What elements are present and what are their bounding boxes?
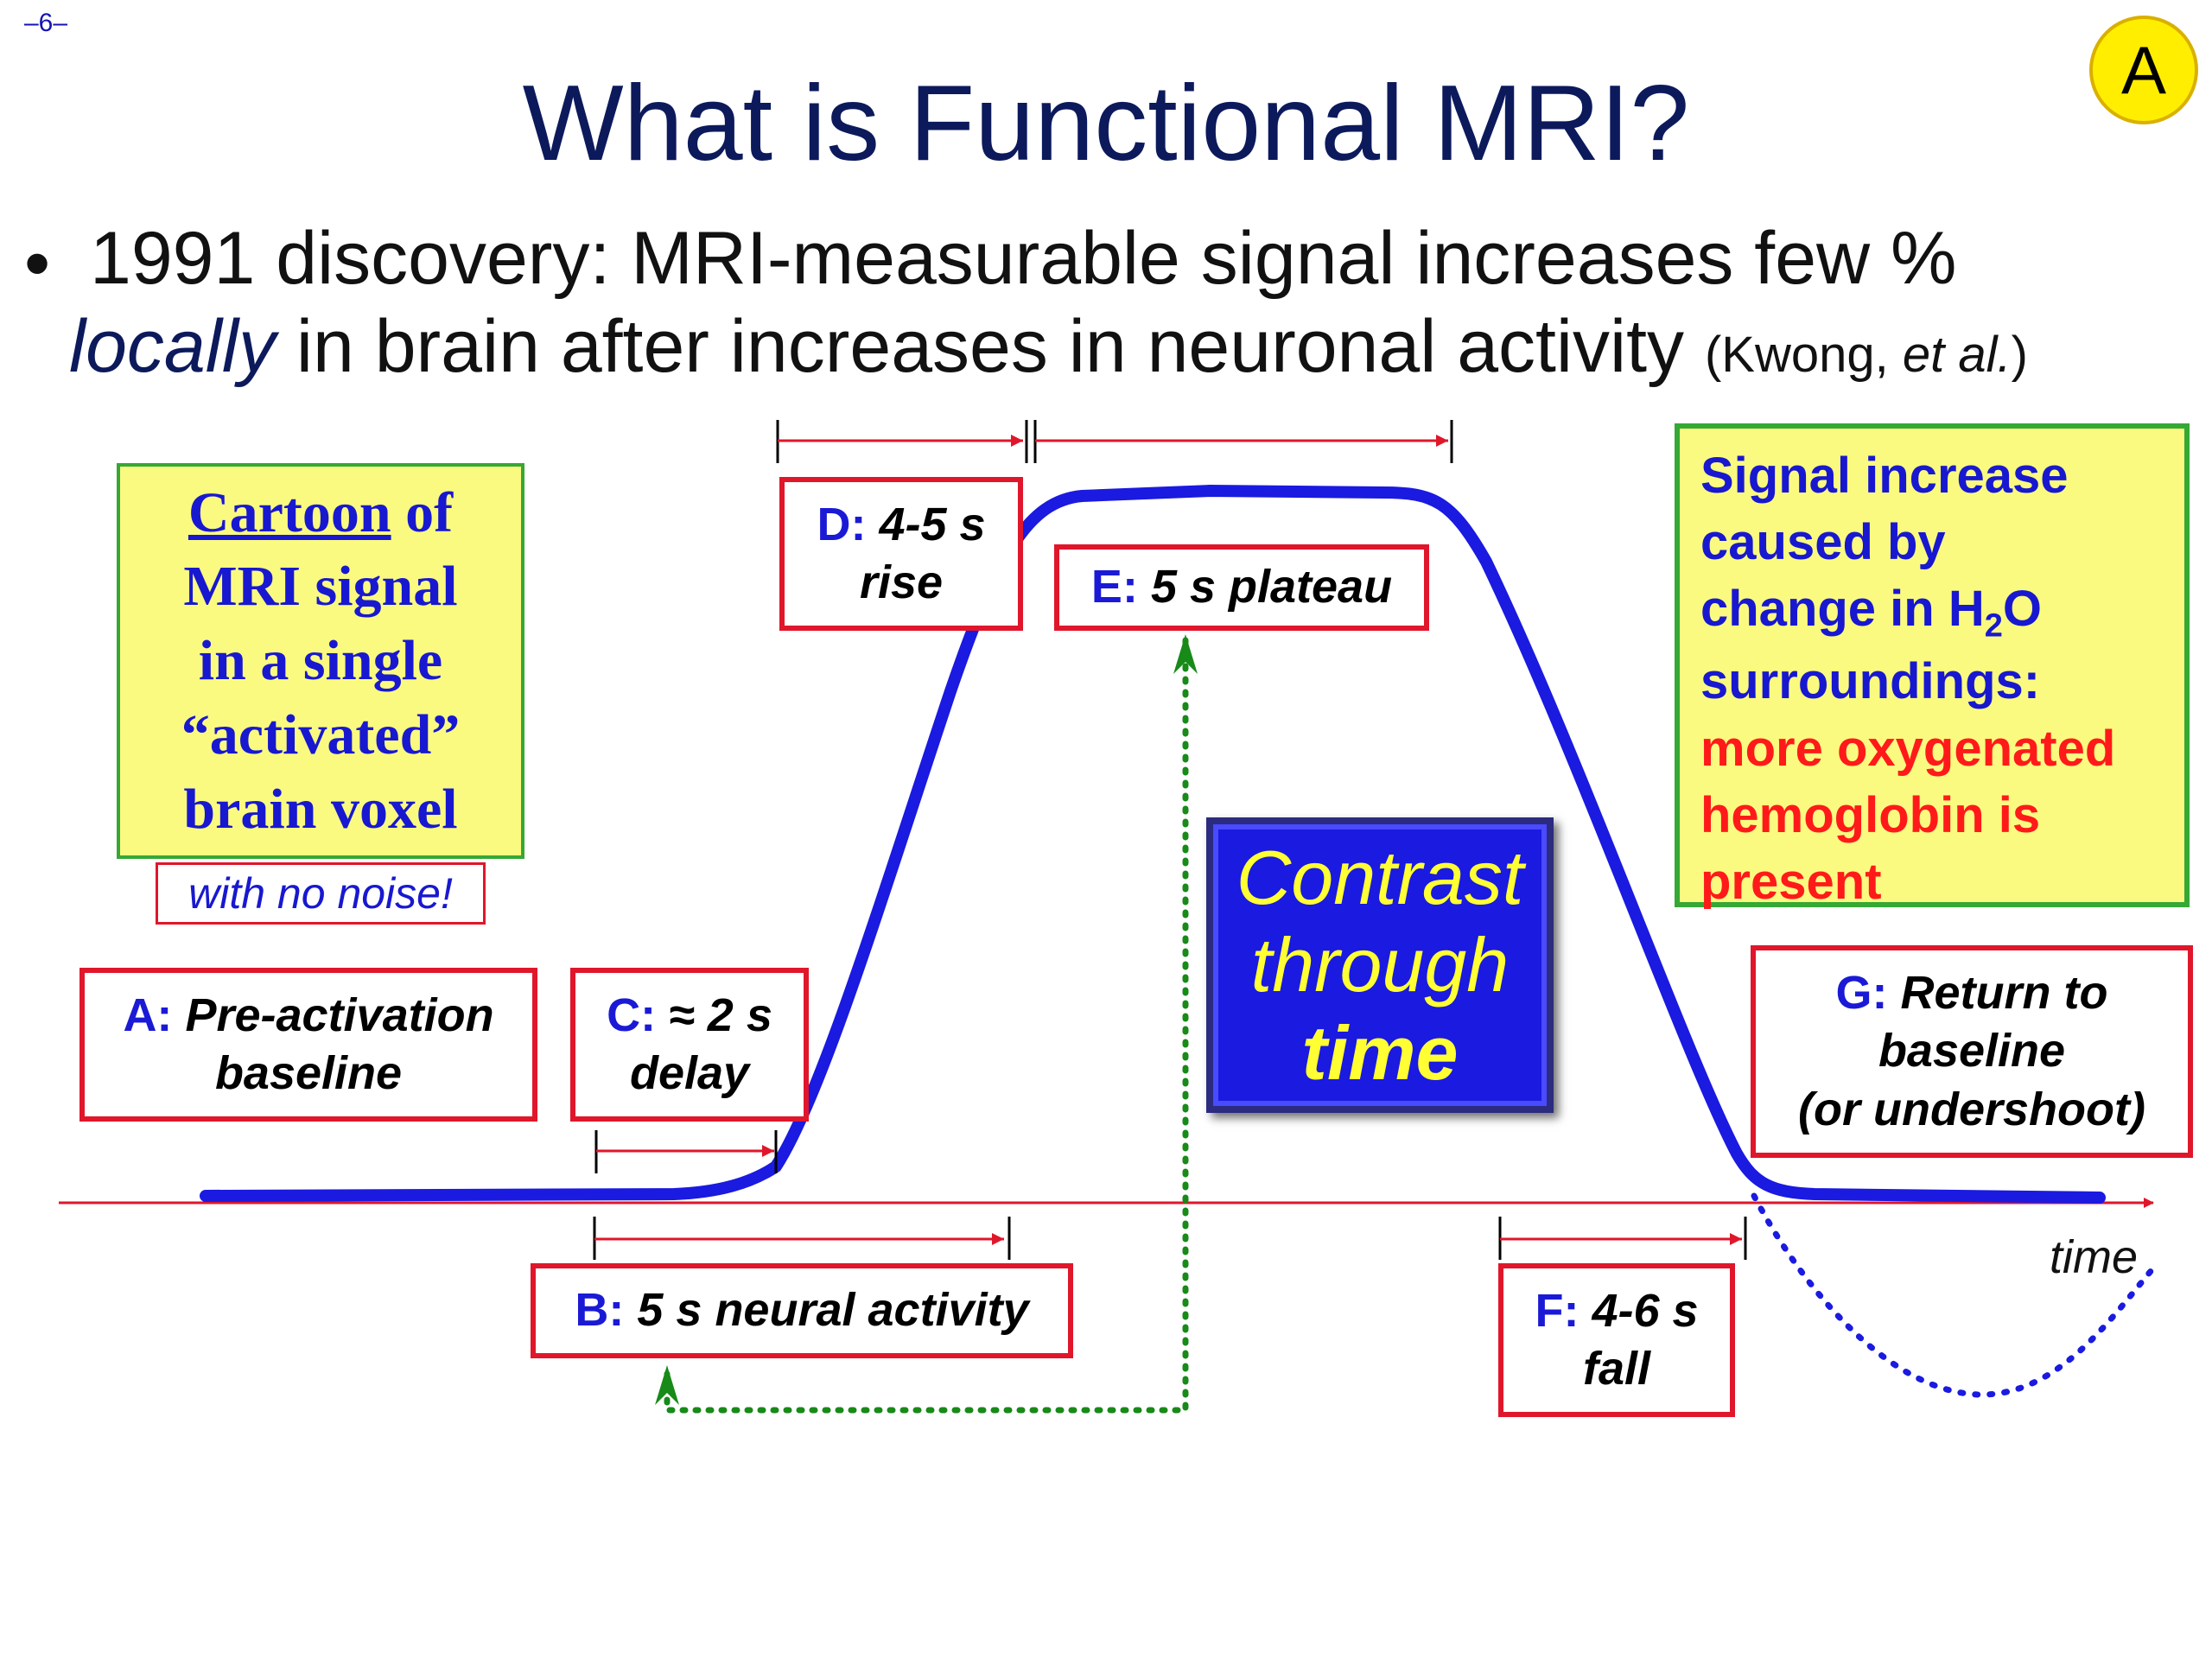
citation-open: (Kwong,	[1704, 327, 1903, 383]
signal-line4: surroundings:	[1700, 653, 2041, 710]
phase-b-box: B: 5 s neural activity	[531, 1263, 1073, 1358]
signal-line3-sub: 2	[1984, 607, 2003, 645]
contrast-through-time-box: Contrast through time	[1206, 817, 1554, 1113]
phase-a-line1: A: Pre-activation	[123, 987, 493, 1046]
phase-b-line1: B: 5 s neural activity	[575, 1281, 1028, 1340]
phase-e-key: E:	[1090, 561, 1138, 613]
cartoon-caption-box: Cartoon of MRI signal in a single “activ…	[117, 463, 524, 859]
phase-a-key: A:	[123, 988, 173, 1041]
bullet-dot: •	[24, 222, 51, 305]
phase-c-key: C:	[607, 988, 657, 1041]
signal-line3-pre: change in H	[1700, 581, 1985, 638]
cartoon-line1-rest: of	[391, 480, 454, 544]
contrast-line2: through	[1250, 922, 1510, 1008]
phase-d-line1: D: 4-5 s	[817, 496, 985, 555]
phase-c-box: C: ≈ 2 s delay	[570, 968, 809, 1122]
phase-e-text1: 5 s plateau	[1150, 561, 1393, 613]
phase-g-line2: baseline	[1878, 1025, 2066, 1077]
cartoon-line2: MRI signal	[183, 555, 458, 619]
citation: (Kwong, et al.)	[1705, 327, 2028, 383]
phase-f-line2: fall	[1582, 1343, 1651, 1395]
phase-g-line1: G: Return to	[1836, 964, 2108, 1023]
phase-c-text1: ≈ 2 s	[669, 988, 772, 1041]
bullet-text-line2: locally in brain after increases in neur…	[69, 304, 2028, 390]
signal-line5: more oxygenated	[1700, 720, 2116, 777]
signal-line3: change in H2O	[1700, 575, 2164, 648]
corner-badge: A	[2089, 16, 2198, 124]
signal-line2: caused by	[1700, 514, 1946, 571]
phase-a-box: A: Pre-activation baseline	[79, 968, 537, 1122]
signal-line7: present	[1700, 853, 1882, 910]
phase-a-line2: baseline	[214, 1047, 403, 1099]
cartoon-line3: in a single	[198, 629, 443, 693]
signal-line1: Signal increase	[1700, 448, 2069, 504]
bullet-emphasis: locally	[69, 305, 276, 388]
slide-title: What is Functional MRI?	[522, 64, 1690, 183]
signal-line3-post: O	[2002, 581, 2042, 638]
contrast-line1: Contrast	[1236, 835, 1524, 921]
cartoon-word: Cartoon	[188, 480, 391, 544]
signal-line6: hemoglobin is	[1700, 786, 2041, 843]
phase-c-line2: delay	[629, 1047, 750, 1099]
phase-a-text1: Pre-activation	[185, 988, 494, 1041]
contrast-line3: time	[1301, 1009, 1459, 1096]
phase-d-key: D:	[817, 498, 867, 550]
signal-explanation-box: Signal increase caused by change in H2O …	[1675, 423, 2190, 910]
phase-f-line1: F: 4-6 s	[1535, 1282, 1698, 1341]
phase-d-text1: 4-5 s	[879, 498, 986, 550]
no-noise-note: with no noise!	[156, 862, 486, 925]
link-arrow-b-icon	[655, 1365, 679, 1405]
link-arrow-e-icon	[1173, 634, 1198, 674]
phase-f-text1: 4-6 s	[1592, 1284, 1699, 1337]
phase-c-line1: C: ≈ 2 s	[607, 987, 772, 1046]
phase-e-box: E: 5 s plateau	[1054, 544, 1429, 631]
phase-g-text1: Return to	[1900, 966, 2108, 1019]
bullet-text-rest: in brain after increases in neuronal act…	[275, 305, 1705, 388]
cartoon-line4: “activated”	[181, 702, 461, 766]
cartoon-line1: Cartoon of	[188, 476, 453, 550]
phase-d-box: D: 4-5 s rise	[779, 477, 1023, 631]
phase-f-key: F:	[1535, 1284, 1580, 1337]
citation-close: )	[2011, 327, 2028, 383]
bullet-text-line1: 1991 discovery: MRI-measurable signal in…	[90, 217, 1957, 300]
phase-b-key: B:	[575, 1284, 625, 1337]
phase-f-box: F: 4-6 s fall	[1498, 1263, 1735, 1417]
phase-g-line3: (or undershoot)	[1798, 1083, 2145, 1135]
phase-e-line1: E: 5 s plateau	[1091, 558, 1392, 617]
phase-d-line2: rise	[859, 556, 944, 608]
phase-g-key: G:	[1835, 966, 1888, 1019]
citation-etal: et al.	[1902, 327, 2012, 383]
page-number: –6–	[24, 9, 68, 37]
cartoon-line5: brain voxel	[183, 777, 458, 841]
phase-b-text1: 5 s neural activity	[637, 1284, 1029, 1337]
time-axis-label: time	[2050, 1231, 2139, 1283]
phase-g-box: G: Return to baseline (or undershoot)	[1751, 945, 2193, 1158]
undershoot-curve	[1751, 1192, 2155, 1398]
